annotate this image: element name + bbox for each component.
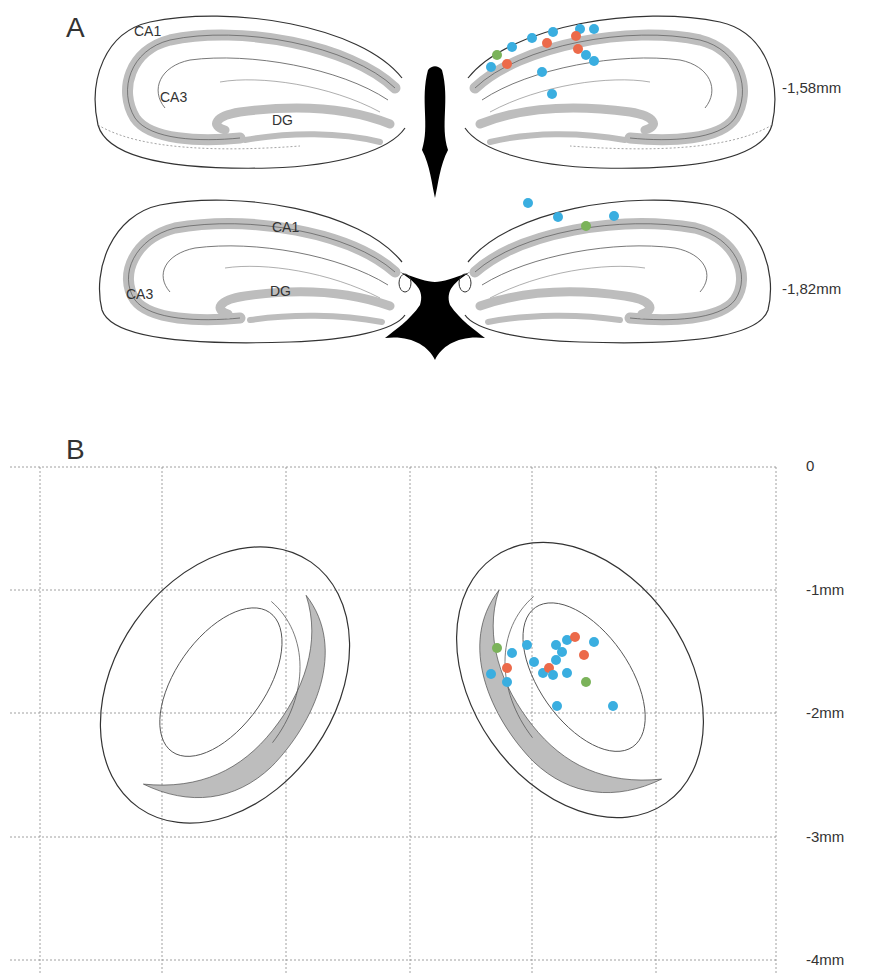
depth-label: -1,58mm	[782, 80, 841, 95]
axis-tick-label: -2mm	[806, 705, 844, 720]
depth-label: -1,82mm	[782, 281, 841, 296]
region-label: CA3	[160, 90, 187, 104]
region-label: DG	[270, 284, 291, 298]
panel-letter: B	[66, 436, 85, 464]
region-label: CA3	[126, 287, 153, 301]
region-label: CA1	[134, 24, 161, 38]
axis-tick-label: -3mm	[806, 829, 844, 844]
axis-tick-label: -4mm	[806, 952, 844, 967]
region-label: DG	[272, 113, 293, 127]
region-label: CA1	[272, 220, 299, 234]
panel-letter: A	[66, 14, 85, 42]
axis-tick-label: 0	[806, 458, 814, 473]
axis-tick-label: -1mm	[806, 582, 844, 597]
